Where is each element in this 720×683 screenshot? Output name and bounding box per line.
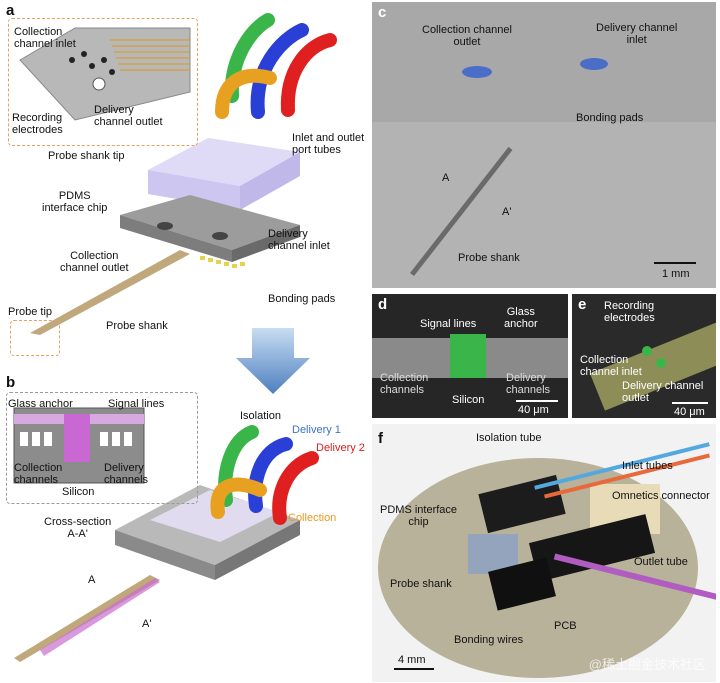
probe-shank-label: Probe shank [106, 320, 168, 332]
c-probe-shank-label: Probe shank [458, 252, 520, 264]
inset-collection-inlet-label: Collection channel inlet [14, 26, 76, 50]
panel-letter-d: d [378, 296, 388, 313]
f-inlet-tubes-label: Inlet tubes [622, 460, 673, 472]
sem-panel-e [572, 294, 716, 418]
f-probe-shank-label: Probe shank [390, 578, 452, 590]
c-scale-label: 1 mm [662, 268, 690, 280]
collection-outlet-label: Collection channel outlet [60, 250, 129, 274]
process-arrow [236, 328, 310, 394]
delivery-inlet-label: Delivery channel inlet [268, 228, 330, 252]
f-bonding-wires-label: Bonding wires [454, 634, 524, 646]
d-scale-bar [516, 400, 558, 402]
b-glass-anchor-label: Glass anchor [8, 398, 73, 410]
isolation-label: Isolation [240, 410, 281, 422]
panel-letter-b: b [6, 374, 16, 391]
e-collection-inlet-label: Collection channel inlet [580, 354, 642, 378]
delivery-2-label: Delivery 2 [316, 442, 365, 454]
collection-label: Collection [288, 512, 337, 524]
sem-panel-c [372, 2, 716, 288]
b-marker-a-prime: A' [142, 618, 152, 630]
probe-tip-label: Probe tip [8, 306, 53, 318]
c-marker-a: A [442, 172, 450, 184]
pdms-chip-drawing [148, 138, 300, 210]
probe-tip-inset-drawing [19, 27, 191, 121]
f-scale-bar [394, 668, 434, 670]
panel-letter-f: f [378, 430, 383, 447]
cross-section-inset-drawing [13, 407, 145, 484]
e-delivery-outlet-label: Delivery channel outlet [622, 380, 704, 404]
port-tubes-label: Inlet and outlet port tubes [292, 132, 365, 156]
pdms-chip-label: PDMS interface chip [42, 190, 108, 214]
probe-tip-inset-box [8, 18, 198, 146]
b-signal-lines-label: Signal lines [108, 398, 165, 410]
tubes-panel-a [215, 13, 337, 119]
photo-panel-f [372, 424, 716, 682]
panel-letter-c: c [378, 4, 387, 21]
inset-delivery-outlet-label: Delivery channel outlet [94, 104, 163, 128]
cross-section-label: Cross-section A-A' [44, 516, 112, 540]
panel-letter-e: e [578, 296, 587, 313]
c-scale-bar [654, 262, 696, 264]
sem-panel-d [372, 294, 568, 418]
c-collection-outlet-label: Collection channel outlet [422, 24, 512, 48]
f-scale-label: 4 mm [398, 654, 426, 666]
e-recording-electrodes-label: Recording electrodes [604, 300, 655, 324]
f-omnetics-label: Omnetics connector [612, 490, 710, 502]
d-delivery-channels-label: Delivery channels [506, 372, 551, 396]
panel-letter-a: a [6, 2, 15, 19]
delivery-1-label: Delivery 1 [292, 424, 341, 436]
d-signal-lines-label: Signal lines [420, 318, 477, 330]
c-marker-a-prime: A' [502, 206, 512, 218]
tubes-panel-b [210, 425, 319, 525]
probe-tip-marker-box [10, 320, 60, 356]
d-glass-anchor-label: Glass anchor [504, 306, 538, 330]
b-marker-a: A [88, 574, 96, 586]
bonding-pads-label: Bonding pads [268, 293, 336, 305]
f-outlet-tube-label: Outlet tube [634, 556, 688, 568]
f-pdms-chip-label: PDMS interface chip [380, 504, 458, 528]
d-collection-channels-label: Collection channels [380, 372, 429, 396]
inset-recording-electrodes-label: Recording electrodes [12, 112, 63, 136]
b-delivery-channels-label: Delivery channels [104, 462, 149, 486]
cross-section-inset-box [6, 392, 198, 504]
b-collection-channels-label: Collection channels [14, 462, 63, 486]
c-delivery-inlet-label: Delivery channel inlet [596, 22, 678, 46]
f-pcb-label: PCB [554, 620, 577, 632]
b-silicon-label: Silicon [62, 486, 95, 498]
d-scale-label: 40 μm [518, 404, 549, 416]
c-bonding-pads-label: Bonding pads [576, 112, 644, 124]
probe-shank-tip-caption: Probe shank tip [48, 150, 125, 162]
base-chip-drawing [30, 195, 300, 335]
watermark: @稀土掘金技术社区 [588, 657, 706, 672]
e-scale-bar [672, 402, 708, 404]
d-silicon-label: Silicon [452, 394, 485, 406]
f-isolation-tube-label: Isolation tube [476, 432, 542, 444]
e-scale-label: 40 μm [674, 406, 705, 418]
